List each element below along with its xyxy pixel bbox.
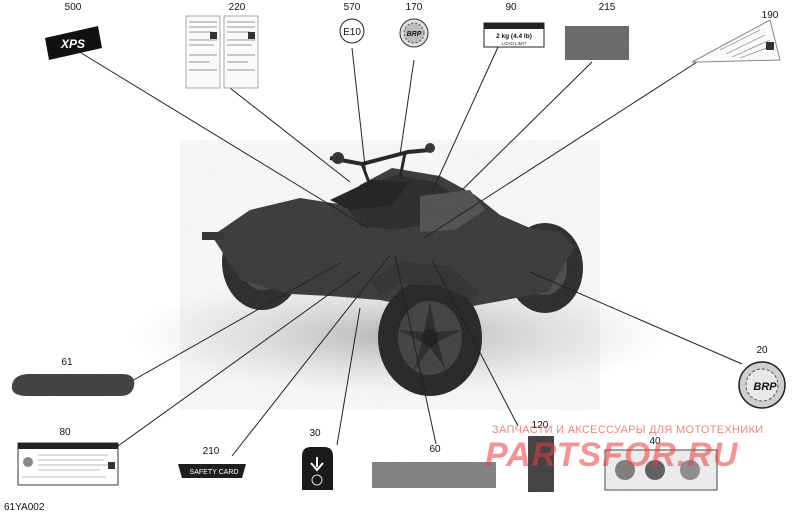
vehicle-illustration bbox=[180, 140, 600, 410]
leader-500 bbox=[72, 47, 369, 229]
diagram-code: 61YA002 bbox=[4, 502, 45, 513]
callout-90: 90 bbox=[505, 2, 517, 13]
callout-190: 190 bbox=[761, 10, 779, 21]
decal-500-xps: XPS bbox=[45, 26, 102, 60]
leader-90 bbox=[431, 46, 499, 193]
leader-30 bbox=[336, 307, 361, 446]
e10-text: E10 bbox=[343, 27, 361, 38]
decal-120-label bbox=[528, 436, 554, 492]
load-limit-text: 2 kg (4.4 lb) bbox=[496, 33, 532, 40]
callout-30: 30 bbox=[309, 428, 321, 439]
leader-220 bbox=[229, 87, 351, 183]
decal-190-info-panel bbox=[691, 19, 781, 63]
leader-20 bbox=[529, 271, 743, 365]
brp-text-small: BRP bbox=[407, 31, 422, 38]
decal-40-plate bbox=[604, 449, 718, 491]
decal-90-load-limit: 2 kg (4.4 lb) LOAD LIMIT bbox=[483, 22, 545, 48]
callout-40: 40 bbox=[649, 436, 661, 447]
leader-170 bbox=[399, 59, 415, 156]
decal-210-safety-card: SAFETY CARD bbox=[178, 464, 246, 478]
callout-215: 215 bbox=[598, 2, 616, 13]
xps-text: XPS bbox=[60, 37, 85, 51]
watermark-tagline: ЗАПЧАСТИ И АКСЕССУАРЫ ДЛЯ МОТОТЕХНИКИ bbox=[492, 424, 764, 436]
leader-215 bbox=[461, 61, 593, 191]
decal-61-strip bbox=[11, 374, 135, 396]
leader-61 bbox=[129, 262, 341, 383]
callout-170: 170 bbox=[405, 2, 423, 13]
callout-570: 570 bbox=[343, 2, 361, 13]
leader-190 bbox=[423, 61, 698, 239]
leader-80 bbox=[117, 271, 361, 447]
decal-215-strip bbox=[565, 26, 629, 60]
decal-220-info-sheets bbox=[185, 15, 259, 89]
callout-120: 120 bbox=[531, 420, 549, 431]
load-limit-caption: LOAD LIMIT bbox=[501, 41, 526, 46]
callout-60: 60 bbox=[429, 444, 441, 455]
leader-570 bbox=[351, 47, 367, 176]
callout-500: 500 bbox=[64, 2, 82, 13]
callout-61: 61 bbox=[61, 357, 73, 368]
decal-20-brp-badge: BRP bbox=[738, 361, 786, 409]
watermark-brand: PARTSFOR.RU bbox=[485, 436, 739, 474]
callout-80: 80 bbox=[59, 427, 71, 438]
leader-120 bbox=[431, 259, 519, 427]
brp-text-large: BRP bbox=[753, 381, 777, 393]
safety-card-text: SAFETY CARD bbox=[190, 469, 239, 476]
callout-20: 20 bbox=[756, 345, 768, 356]
callout-220: 220 bbox=[228, 2, 246, 13]
decal-30-tag bbox=[302, 447, 333, 490]
callout-210: 210 bbox=[202, 446, 220, 457]
decal-570-e10: E10 bbox=[339, 18, 365, 44]
leader-lines bbox=[72, 46, 743, 457]
leader-60 bbox=[394, 254, 437, 445]
decal-80-info-label bbox=[17, 442, 119, 486]
decal-60-strip bbox=[372, 462, 496, 488]
leader-210 bbox=[231, 254, 391, 457]
decal-170-brp-badge: BRP bbox=[399, 18, 429, 48]
